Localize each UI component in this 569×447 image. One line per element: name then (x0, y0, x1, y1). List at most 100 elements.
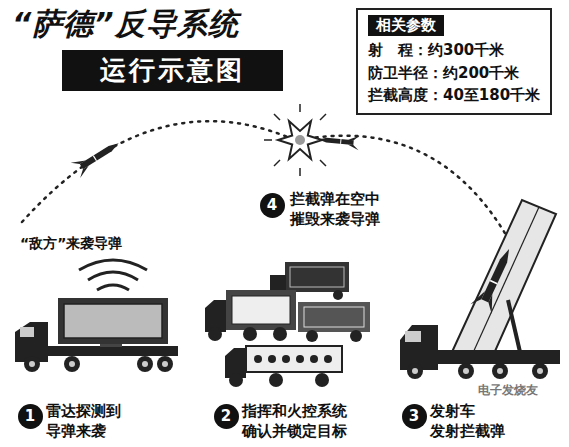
parameter-row: 拦截高度：40至180千米 (368, 84, 540, 107)
explosion (320, 160, 326, 166)
launcher-truck (412, 368, 543, 374)
label-holder: 电子发烧友 (478, 383, 538, 397)
command-trucks (298, 302, 370, 332)
command-trucks (285, 262, 349, 292)
missile-label: “敌方”来袭导弹 (20, 234, 122, 252)
interceptor-missile (318, 132, 360, 150)
radar-truck (48, 346, 178, 356)
banner-text: 运行示意图 (100, 53, 245, 88)
incoming-missile (71, 136, 124, 178)
label-holder: 雷达探测到 导弹来袭 (46, 402, 121, 441)
radar-truck (64, 304, 162, 338)
launcher-truck (400, 200, 560, 379)
step-text: 雷达探测到 导弹来袭 (46, 402, 121, 441)
launcher-truck (452, 200, 556, 358)
title-holder: “萨德”反导系统 (12, 4, 239, 45)
title-banner: 运行示意图 (62, 50, 283, 91)
explosion (299, 168, 301, 176)
radar-truck (69, 361, 75, 367)
command-trucks (268, 355, 276, 363)
callout-number: 4 (260, 193, 285, 218)
command-trucks (254, 355, 332, 363)
callout-number: 2 (214, 404, 239, 429)
callout-number: 1 (25, 409, 35, 424)
command-trucks (296, 355, 304, 363)
radar-waves (88, 272, 138, 280)
command-trucks (208, 327, 222, 341)
command-trucks (324, 355, 332, 363)
explosion (274, 160, 280, 166)
command-trucks (282, 355, 290, 363)
callout-number: 2 (221, 409, 231, 424)
callout-number: 3 (409, 409, 419, 424)
radar-truck (20, 327, 34, 337)
step-text: 拦截弹在空中 摧毁来袭导弹 (290, 190, 380, 229)
label-holder: 发射车 发射拦截弹 (430, 402, 505, 441)
command-trucks (270, 275, 286, 292)
launcher-truck (537, 368, 543, 374)
radar-truck (15, 322, 48, 362)
radar-waves (97, 285, 129, 290)
launcher-truck (463, 368, 469, 374)
command-trucks (315, 373, 329, 387)
launcher-truck (458, 363, 474, 379)
radar-truck (142, 361, 148, 367)
launcher-truck (405, 331, 421, 342)
explosion (278, 121, 322, 159)
radar-waves (79, 260, 147, 270)
radar-truck (29, 361, 35, 367)
command-trucks (229, 373, 243, 387)
callout-circle (214, 404, 239, 429)
radar-truck (162, 361, 168, 367)
launcher-truck (472, 207, 539, 355)
launcher-truck (438, 350, 560, 364)
label-holder: 指挥和火控系统 确认并锁定目标 (242, 402, 347, 441)
radar-truck (24, 356, 40, 372)
launcher-truck (497, 368, 503, 374)
launcher-truck (508, 300, 520, 352)
launcher-truck (470, 244, 519, 314)
label-holder: “敌方”来袭导弹 (20, 234, 122, 252)
parameter-row: 射 程：约300千米 (368, 39, 540, 62)
radar-truck (15, 298, 178, 372)
radar-truck (64, 356, 80, 372)
command-trucks (350, 330, 362, 342)
diagram-title: “萨德”反导系统 (12, 4, 239, 45)
command-trucks (273, 327, 287, 341)
command-trucks (205, 262, 370, 387)
command-trucks (290, 267, 344, 287)
command-trucks (269, 373, 283, 387)
command-trucks (246, 346, 342, 372)
incoming-missile (71, 136, 124, 178)
radar-waves (79, 260, 147, 290)
launcher-truck (400, 325, 438, 370)
watermark: 电子发烧友 (478, 383, 538, 397)
command-trucks (254, 355, 262, 363)
interceptor-missile (318, 132, 360, 150)
parameter-panel: 相关参数射 程：约300千米防卫半径：约200千米拦截高度：40至180千米 (356, 8, 552, 115)
command-trucks (333, 290, 343, 300)
trajectory (22, 121, 290, 222)
launcher-truck (407, 363, 548, 379)
launcher-truck (492, 363, 508, 379)
explosion (264, 139, 272, 141)
launcher-truck (532, 363, 548, 379)
callout-circle (260, 193, 285, 218)
label-holder: 拦截弹在空中 摧毁来袭导弹 (290, 190, 380, 229)
launcher-truck (412, 368, 418, 374)
command-trucks (226, 290, 296, 330)
callout-circle (18, 404, 43, 429)
explosion (299, 104, 301, 112)
radar-truck (29, 361, 168, 367)
command-trucks (304, 307, 364, 327)
explosion (320, 114, 326, 120)
command-trucks (310, 355, 318, 363)
radar-truck (137, 356, 153, 372)
callout-number: 4 (267, 198, 277, 213)
radar-truck (24, 356, 173, 372)
callout-circle (402, 404, 427, 429)
trajectory (22, 121, 509, 240)
launcher-truck (407, 363, 423, 379)
